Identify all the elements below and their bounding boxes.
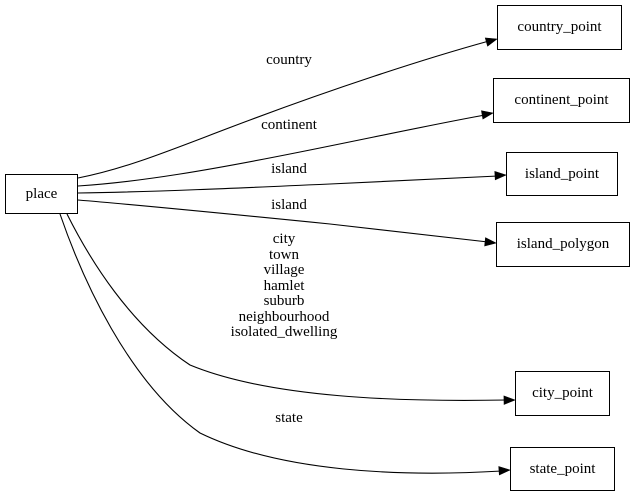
arrowhead-city_point [503,395,516,405]
node-city_point[interactable]: city_point [515,371,610,416]
node-label: island_polygon [516,236,610,252]
edge-place-to-city_point [66,213,508,401]
edge-place-to-continent_point [77,114,486,187]
node-country_point[interactable]: country_point [497,5,622,50]
edge-place-to-state_point [59,213,503,474]
node-label: place [25,185,58,202]
arrowhead-country_point [484,37,498,47]
edge-label-place-to-island_point: island [271,161,307,177]
arrowhead-island_polygon [484,237,497,247]
node-label: island_point [524,165,600,182]
node-continent_point[interactable]: continent_point [493,78,630,123]
edge-label-place-to-country_point: country [266,52,312,68]
node-island_polygon[interactable]: island_polygon [496,222,630,267]
node-label: country_point [517,19,602,35]
edge-label-place-to-continent_point: continent [261,117,317,133]
edge-place-to-island_polygon [77,199,489,243]
edge-label-place-to-city_point: city town village hamlet suburb neighbou… [230,231,338,340]
node-place[interactable]: place [5,174,78,214]
edge-place-to-country_point [77,40,490,179]
node-label: city_point [532,385,593,401]
edge-label-place-to-island_polygon: island [271,197,307,213]
arrowhead-state_point [498,466,511,476]
node-label: state_point [529,460,596,477]
node-island_point[interactable]: island_point [506,152,618,196]
arrowhead-continent_point [481,110,494,120]
node-label: continent_point [514,92,609,108]
edge-place-to-island_point [77,175,499,194]
edge-label-place-to-state_point: state [275,410,303,426]
arrowhead-island_point [494,170,507,181]
node-state_point[interactable]: state_point [510,447,615,491]
